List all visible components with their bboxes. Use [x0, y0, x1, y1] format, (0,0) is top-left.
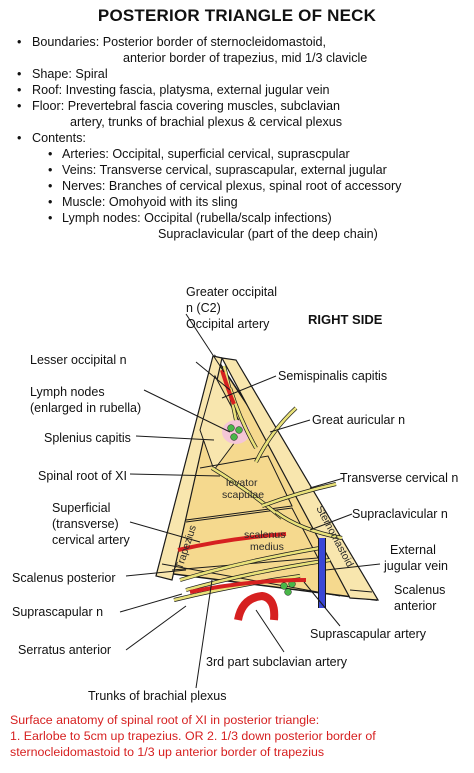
footer-line-2: 1. Earlobe to 5cm up trapezius. OR 2. 1/…	[10, 729, 376, 743]
lesser-occipital-label: Lesser occipital n	[30, 353, 127, 367]
scalenus-medius-label: scalenus	[244, 529, 285, 541]
list-item-floor-cont: artery, trunks of brachial plexus & cerv…	[14, 114, 470, 130]
contents-text: Contents:	[32, 131, 86, 145]
floor-cont-text: artery, trunks of brachial plexus & cerv…	[70, 115, 343, 129]
roof-text: Roof: Investing fascia, platysma, extern…	[32, 83, 330, 97]
supraclavicular-label: Supraclavicular n	[352, 507, 448, 521]
scalenus-anterior-label: Scalenus	[394, 583, 445, 597]
lymph-node-icon	[230, 433, 238, 441]
serratus-label: Serratus anterior	[18, 643, 111, 657]
list-item-lymph-cont: Supraclavicular (part of the deep chain)	[14, 226, 470, 242]
scalenus-anterior-label-2: anterior	[394, 599, 436, 613]
suprascapular-artery	[189, 578, 307, 594]
list-item-lymph: Lymph nodes: Occipital (rubella/scalp in…	[14, 210, 470, 226]
boundaries-cont-text: anterior border of trapezius, mid 1/3 cl…	[123, 51, 368, 65]
suprascapular-artery-label: Suprascapular artery	[310, 627, 427, 641]
lymph-node-icon	[280, 582, 288, 590]
list-item-shape: Shape: Spiral	[14, 66, 470, 82]
scalenus-posterior-label: Scalenus posterior	[12, 571, 116, 585]
floor-text: Floor: Prevertebral fascia covering musc…	[32, 99, 340, 113]
sternomastoid-muscle	[220, 357, 380, 601]
subclavian-label: 3rd part subclavian artery	[206, 655, 348, 669]
lymph-cont-text: Supraclavicular (part of the deep chain)	[158, 227, 378, 241]
scalenus-medius-label-2: medius	[250, 541, 284, 553]
lymph-nodes-label: Lymph nodes	[30, 385, 105, 399]
arteries-text: Arteries: Occipital, superficial cervica…	[62, 147, 350, 161]
list-item-nerves: Nerves: Branches of cervical plexus, spi…	[14, 178, 470, 194]
summary-list: Boundaries: Posterior border of sternocl…	[14, 34, 470, 242]
list-item-muscle: Muscle: Omohyoid with its sling	[14, 194, 470, 210]
list-item-floor: Floor: Prevertebral fascia covering musc…	[14, 98, 470, 114]
lymph-node-icon	[284, 588, 292, 596]
shape-text: Shape: Spiral	[32, 67, 108, 81]
suprascapular-n-label: Suprascapular n	[12, 605, 103, 619]
levator-label-2: scapulae	[222, 489, 264, 501]
lymph-node-icon	[227, 424, 235, 432]
levator-scapulae-outline	[185, 455, 293, 521]
muscle-text: Muscle: Omohyoid with its sling	[62, 195, 238, 209]
list-item-veins: Veins: Transverse cervical, suprascapula…	[14, 162, 470, 178]
veins-text: Veins: Transverse cervical, suprascapula…	[62, 163, 387, 177]
page-title: POSTERIOR TRIANGLE OF NECK	[97, 6, 377, 25]
external-jugular-label-2: jugular vein	[383, 559, 448, 573]
splenius-label: Splenius capitis	[44, 431, 131, 445]
greater-occipital-label-2: n (C2)	[186, 301, 221, 315]
spinal-root-label: Spinal root of XI	[38, 469, 127, 483]
greater-occipital-label: Greater occipital	[186, 285, 277, 299]
leader-lines	[119, 313, 381, 689]
lymph-node-icon	[235, 426, 243, 434]
nerves-text: Nerves: Branches of cervical plexus, spi…	[62, 179, 402, 193]
occipital-artery-label: Occipital artery	[186, 317, 270, 331]
superficial-cervical-label-3: cervical artery	[52, 533, 131, 547]
footer-line-3: sternocleidomastoid to 1/3 up anterior b…	[10, 745, 325, 759]
external-jugular-label: External	[390, 543, 436, 557]
surface-anatomy-note: Surface anatomy of spinal root of XI in …	[10, 712, 470, 760]
list-item-boundaries: Boundaries: Posterior border of sternocl…	[14, 34, 470, 50]
footer-line-1: Surface anatomy of spinal root of XI in …	[10, 713, 320, 727]
transverse-cervical-label: Transverse cervical n	[340, 471, 458, 485]
subclavian-artery	[234, 591, 279, 621]
semispinalis-label: Semispinalis capitis	[278, 369, 387, 383]
superficial-cervical-artery	[177, 532, 287, 552]
trunks-label: Trunks of brachial plexus	[88, 689, 227, 703]
boundaries-text: Boundaries: Posterior border of sternocl…	[32, 35, 327, 49]
list-item-roof: Roof: Investing fascia, platysma, extern…	[14, 82, 470, 98]
list-item-boundaries-cont: anterior border of trapezius, mid 1/3 cl…	[14, 50, 470, 66]
list-item-arteries: Arteries: Occipital, superficial cervica…	[14, 146, 470, 162]
great-auricular-label: Great auricular n	[312, 413, 405, 427]
side-label: RIGHT SIDE	[308, 312, 383, 327]
lymph-text: Lymph nodes: Occipital (rubella/scalp in…	[62, 211, 332, 225]
superficial-cervical-label: Superficial	[52, 501, 110, 515]
lymph-nodes-label-2: (enlarged in rubella)	[30, 401, 141, 415]
levator-label: levator	[226, 477, 258, 489]
superficial-cervical-label-2: (transverse)	[52, 517, 119, 531]
posterior-triangle-diagram: levator scapulae scalenus medius Trapezi…	[12, 285, 458, 703]
list-item-contents: Contents:	[14, 130, 470, 146]
